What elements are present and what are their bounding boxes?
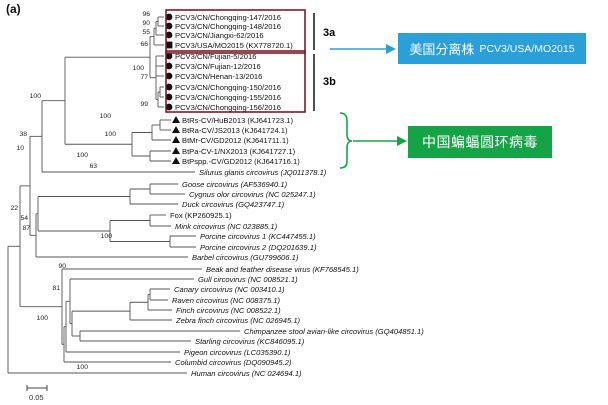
taxon-label: PCV3/CN/Fujian-12/2016	[175, 62, 261, 71]
taxon-label: PCV3/CN/Chongqing-155/2016	[175, 93, 281, 102]
bootstrap-value: 55	[142, 29, 150, 36]
taxon-label: Columbid circovirus (DQ090945.2)	[175, 358, 292, 367]
usa-arrow-head	[386, 44, 396, 54]
taxon-label: Starling circovirus (KC846095.1)	[195, 337, 305, 346]
taxon-label: Chimpanzee stool avian-like circovirus (…	[244, 327, 424, 336]
bootstrap-value: 81	[52, 285, 60, 292]
usa-callout-zh: 美国分离株	[409, 42, 475, 57]
taxon-marker-square	[165, 41, 173, 49]
highlight-box-3a	[165, 9, 306, 54]
taxon-label: Gull circovirus (NC 008521.1)	[198, 275, 298, 284]
taxon-label: Mink circovirus (NC 023885.1)	[175, 222, 278, 231]
tree-branches	[7, 16, 240, 374]
taxon-label: Fox (KP260925.1)	[170, 211, 232, 220]
taxon-label: BtPspp.-CV/GD2012 (KJ641716.1)	[182, 157, 300, 166]
taxon-label: PCV3/CN/Fujian-5/2016	[175, 52, 256, 61]
taxon-label: PCV3/CN/Henan-13/2016	[175, 72, 262, 81]
taxon-marker-circle	[165, 83, 173, 91]
taxon-label: Porcine circovirus 1 (KC447455.1)	[200, 232, 316, 241]
taxon-label: Porcine circovirus 2 (DQ201639.1)	[200, 243, 317, 252]
taxon-label: BtMr-CV/GD2012 (KJ641711.1)	[182, 136, 289, 145]
taxon-label: Zebra finch circovirus (NC 026945.1)	[175, 316, 301, 325]
bat-arrow-head	[397, 136, 407, 146]
taxon-marker-triangle	[172, 126, 180, 133]
bootstrap-value: 100	[105, 131, 117, 138]
taxon-label: Beak and feather disease virus (KF768545…	[206, 265, 359, 274]
bootstrap-value: 100	[101, 233, 113, 240]
taxon-label: Goose circovirus (AF536940.1)	[182, 180, 288, 189]
bootstrap-value: 66	[140, 41, 148, 48]
taxon-label: Canary circovirus (NC 003410.1)	[174, 285, 285, 294]
bootstrap-value: 54	[20, 215, 28, 222]
taxon-label: PCV3/USA/MO2015 (KX778720.1)	[175, 41, 293, 50]
bat-callout-zh: 中国蝙蝠圆环病毒	[422, 134, 538, 150]
panel-label: (a)	[6, 2, 21, 16]
taxon-label: Pigeon circovirus (LC035390.1)	[184, 348, 291, 357]
taxon-marker-circle	[165, 103, 173, 111]
taxon-marker-circle	[165, 52, 173, 60]
taxon-marker-circle	[165, 22, 173, 30]
taxon-marker-triangle	[172, 116, 180, 123]
taxon-label: PCV3/CN/Chongqing-148/2016	[175, 22, 281, 31]
taxon-label: PCV3/CN/Jiangxi-62/2016	[175, 31, 264, 40]
scale-label: 0.05	[29, 393, 44, 402]
taxon-label: PCV3/CN/Chongqing-147/2016	[175, 13, 281, 22]
group-label-3b: 3b	[323, 76, 336, 88]
taxon-label: BtPa-CV-1/NX2013 (KJ641727.1)	[182, 147, 296, 156]
usa-isolate-callout: 美国分离株 PCV3/USA/MO2015	[398, 33, 586, 64]
bootstrap-value: 22	[10, 205, 18, 212]
taxon-label: BtRs-CV/HuB2013 (KJ641723.1)	[182, 116, 293, 125]
bootstrap-value: 90	[142, 20, 150, 27]
taxon-label: Silurus glanis circovirus (JQ011378.1)	[199, 168, 327, 177]
bat-curly-bracket	[339, 112, 353, 169]
taxon-label: Barbel circovirus (GU799606.1)	[192, 253, 299, 262]
taxon-label: PCV3/CN/Chongqing-150/2016	[175, 83, 281, 92]
taxon-label: Cygnus olor circovirus (NC 025247.1)	[189, 190, 316, 199]
bootstrap-value: 100	[100, 113, 112, 120]
bootstrap-value: 99	[140, 101, 148, 108]
taxon-label: Raven circovirus (NC 008375.1)	[172, 296, 281, 305]
bootstrap-value: 90	[58, 263, 66, 270]
bootstrap-value: 10	[16, 145, 24, 152]
taxon-marker-circle	[165, 31, 173, 39]
bootstrap-labels: 9690556610077991001001001006338102254871…	[10, 11, 150, 371]
bat-circovirus-callout: 中国蝙蝠圆环病毒	[408, 126, 552, 158]
bootstrap-value: 63	[89, 163, 97, 170]
taxon-marker-triangle	[172, 157, 180, 164]
taxon-marker-triangle	[172, 136, 180, 143]
taxon-marker-circle	[165, 93, 173, 101]
bootstrap-value: 100	[133, 65, 145, 72]
bootstrap-value: 38	[19, 131, 27, 138]
bootstrap-value: 100	[77, 152, 89, 159]
taxon-marker-circle	[165, 13, 173, 21]
tree-leaves: PCV3/CN/Chongqing-147/2016PCV3/CN/Chongq…	[165, 13, 424, 378]
taxon-marker-triangle	[172, 147, 180, 154]
taxon-marker-circle	[165, 62, 173, 70]
taxon-label: PCV3/CN/Chongqing-156/2016	[175, 103, 281, 112]
highlight-box-3b	[165, 50, 306, 113]
bootstrap-value: 100	[77, 364, 89, 371]
bootstrap-value: 100	[30, 93, 42, 100]
taxon-marker-circle	[165, 72, 173, 80]
taxon-label: Human circovirus (NC 024694.1)	[191, 369, 302, 378]
bootstrap-value: 96	[142, 11, 150, 18]
bootstrap-value: 77	[140, 74, 148, 81]
taxon-label: Finch circovirus (NC 008522.1)	[176, 306, 281, 315]
usa-callout-en: PCV3/USA/MO2015	[479, 42, 575, 55]
taxon-label: Duck circovirus (GQ423747.1)	[182, 200, 285, 209]
bootstrap-value: 87	[22, 225, 30, 232]
bootstrap-value: 100	[37, 315, 49, 322]
group-label-3a: 3a	[323, 27, 336, 39]
taxon-label: BtRa-CV/JS2013 (KJ641724.1)	[182, 126, 288, 135]
